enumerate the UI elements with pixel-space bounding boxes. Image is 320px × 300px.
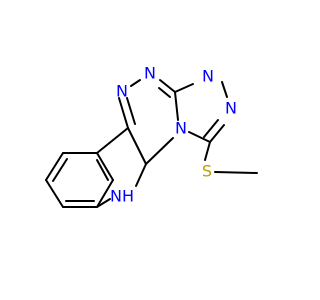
bond bbox=[45, 179, 64, 208]
bond bbox=[214, 171, 258, 174]
bond bbox=[204, 141, 211, 161]
bond bbox=[159, 79, 176, 93]
atom-nh-indole: NH bbox=[110, 187, 134, 206]
bond bbox=[126, 97, 136, 125]
bond bbox=[174, 83, 194, 93]
atom-nitrogen-bridge: N bbox=[175, 119, 187, 138]
atom-sulfur: S bbox=[202, 162, 212, 181]
atom-label-n-triazole-right: N bbox=[225, 99, 237, 118]
atom-label-n-triazole-top: N bbox=[202, 67, 214, 86]
atom-label-n-bridge: N bbox=[175, 119, 187, 138]
bond bbox=[118, 97, 129, 129]
bond bbox=[158, 87, 171, 98]
bond bbox=[135, 163, 147, 187]
atom-nitrogen-triazole-top: N bbox=[202, 67, 214, 86]
bond bbox=[52, 158, 68, 182]
bond bbox=[96, 127, 129, 154]
bond bbox=[96, 159, 109, 181]
bond-lines bbox=[45, 79, 258, 208]
bond bbox=[174, 91, 179, 121]
bond bbox=[96, 152, 114, 181]
atom-label-s: S bbox=[202, 162, 212, 181]
bond bbox=[209, 124, 225, 143]
bond bbox=[96, 198, 111, 208]
atom-labels: N N N N N S NH bbox=[110, 64, 237, 206]
bond bbox=[221, 81, 228, 98]
bond bbox=[203, 119, 219, 138]
chemical-structure-diagram: N N N N N S NH bbox=[45, 64, 258, 208]
atom-label-n-left: N bbox=[116, 82, 128, 101]
bond bbox=[96, 179, 114, 208]
atom-label-n-top: N bbox=[144, 64, 156, 83]
bond bbox=[45, 152, 64, 181]
bond bbox=[127, 127, 147, 165]
bond bbox=[145, 137, 174, 165]
bond bbox=[188, 131, 211, 143]
atom-nitrogen-left: N bbox=[116, 82, 128, 101]
bond bbox=[130, 79, 141, 87]
atom-label-nh: NH bbox=[110, 187, 134, 206]
atom-nitrogen-triazole-right: N bbox=[225, 99, 237, 118]
atom-nitrogen-top: N bbox=[144, 64, 156, 83]
